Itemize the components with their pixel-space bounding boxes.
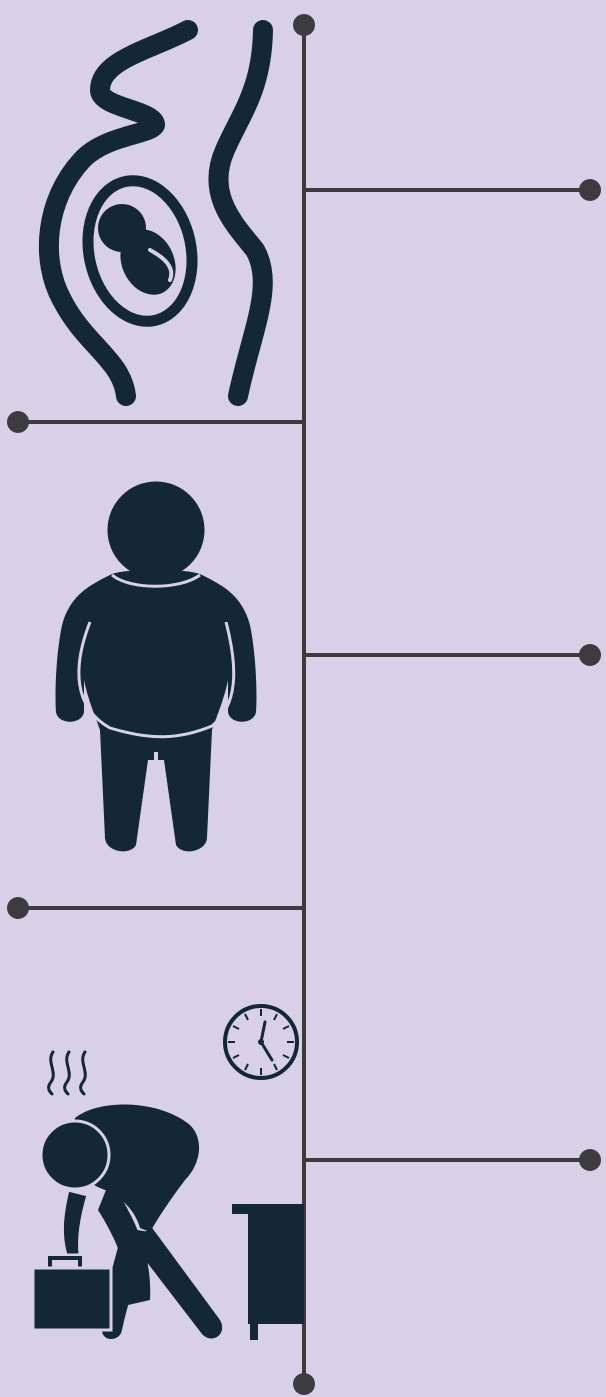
- tired-worker-icon: [33, 1052, 304, 1340]
- branch-dot: [579, 644, 601, 666]
- branch-dot: [579, 1149, 601, 1171]
- timeline-branch-right-3: [304, 1149, 601, 1171]
- obese-person-icon: [56, 480, 257, 851]
- clock-icon: [225, 1006, 297, 1078]
- branch-dot: [7, 897, 29, 919]
- branch-dot: [7, 411, 29, 433]
- timeline-branch-left-1: [7, 411, 304, 433]
- branch-dot: [579, 179, 601, 201]
- timeline-branch-right-2: [304, 644, 601, 666]
- timeline-branch-left-2: [7, 897, 304, 919]
- timeline-axis: [293, 14, 315, 1395]
- timeline-branch-right-1: [304, 179, 601, 201]
- axis-bottom-dot: [293, 1373, 315, 1395]
- axis-top-dot: [293, 14, 315, 36]
- pregnancy-icon: [49, 30, 263, 396]
